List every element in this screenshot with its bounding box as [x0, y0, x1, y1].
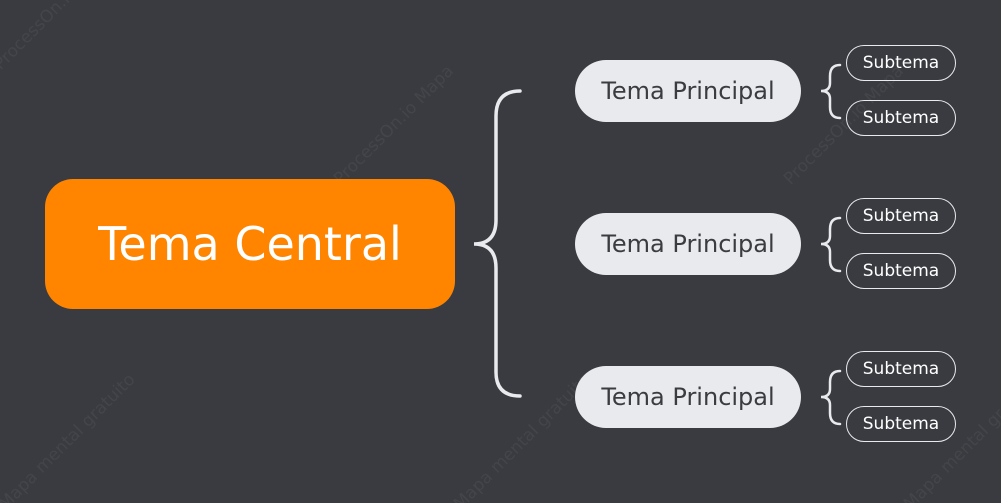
sub-brace-1: [820, 63, 842, 120]
main-topic[interactable]: Tema Principal: [575, 213, 801, 275]
subtopic-label: Subtema: [862, 108, 940, 128]
subtopic-label: Subtema: [862, 261, 940, 281]
main-topic-label: Tema Principal: [601, 383, 775, 411]
central-topic-label: Tema Central: [98, 217, 402, 271]
main-brace: [473, 89, 522, 398]
sub-brace-3: [820, 369, 842, 426]
subtopic[interactable]: Subtema: [846, 198, 956, 234]
sub-brace-2: [820, 216, 842, 273]
subtopic[interactable]: Subtema: [846, 406, 956, 442]
subtopic-label: Subtema: [862, 206, 940, 226]
main-topic-label: Tema Principal: [601, 230, 775, 258]
subtopic[interactable]: Subtema: [846, 351, 956, 387]
subtopic[interactable]: Subtema: [846, 100, 956, 136]
subtopic[interactable]: Subtema: [846, 45, 956, 81]
main-topic[interactable]: Tema Principal: [575, 366, 801, 428]
central-topic[interactable]: Tema Central: [45, 179, 455, 309]
main-topic-label: Tema Principal: [601, 77, 775, 105]
subtopic-label: Subtema: [862, 414, 940, 434]
subtopic[interactable]: Subtema: [846, 253, 956, 289]
subtopic-label: Subtema: [862, 53, 940, 73]
subtopic-label: Subtema: [862, 359, 940, 379]
main-topic[interactable]: Tema Principal: [575, 60, 801, 122]
